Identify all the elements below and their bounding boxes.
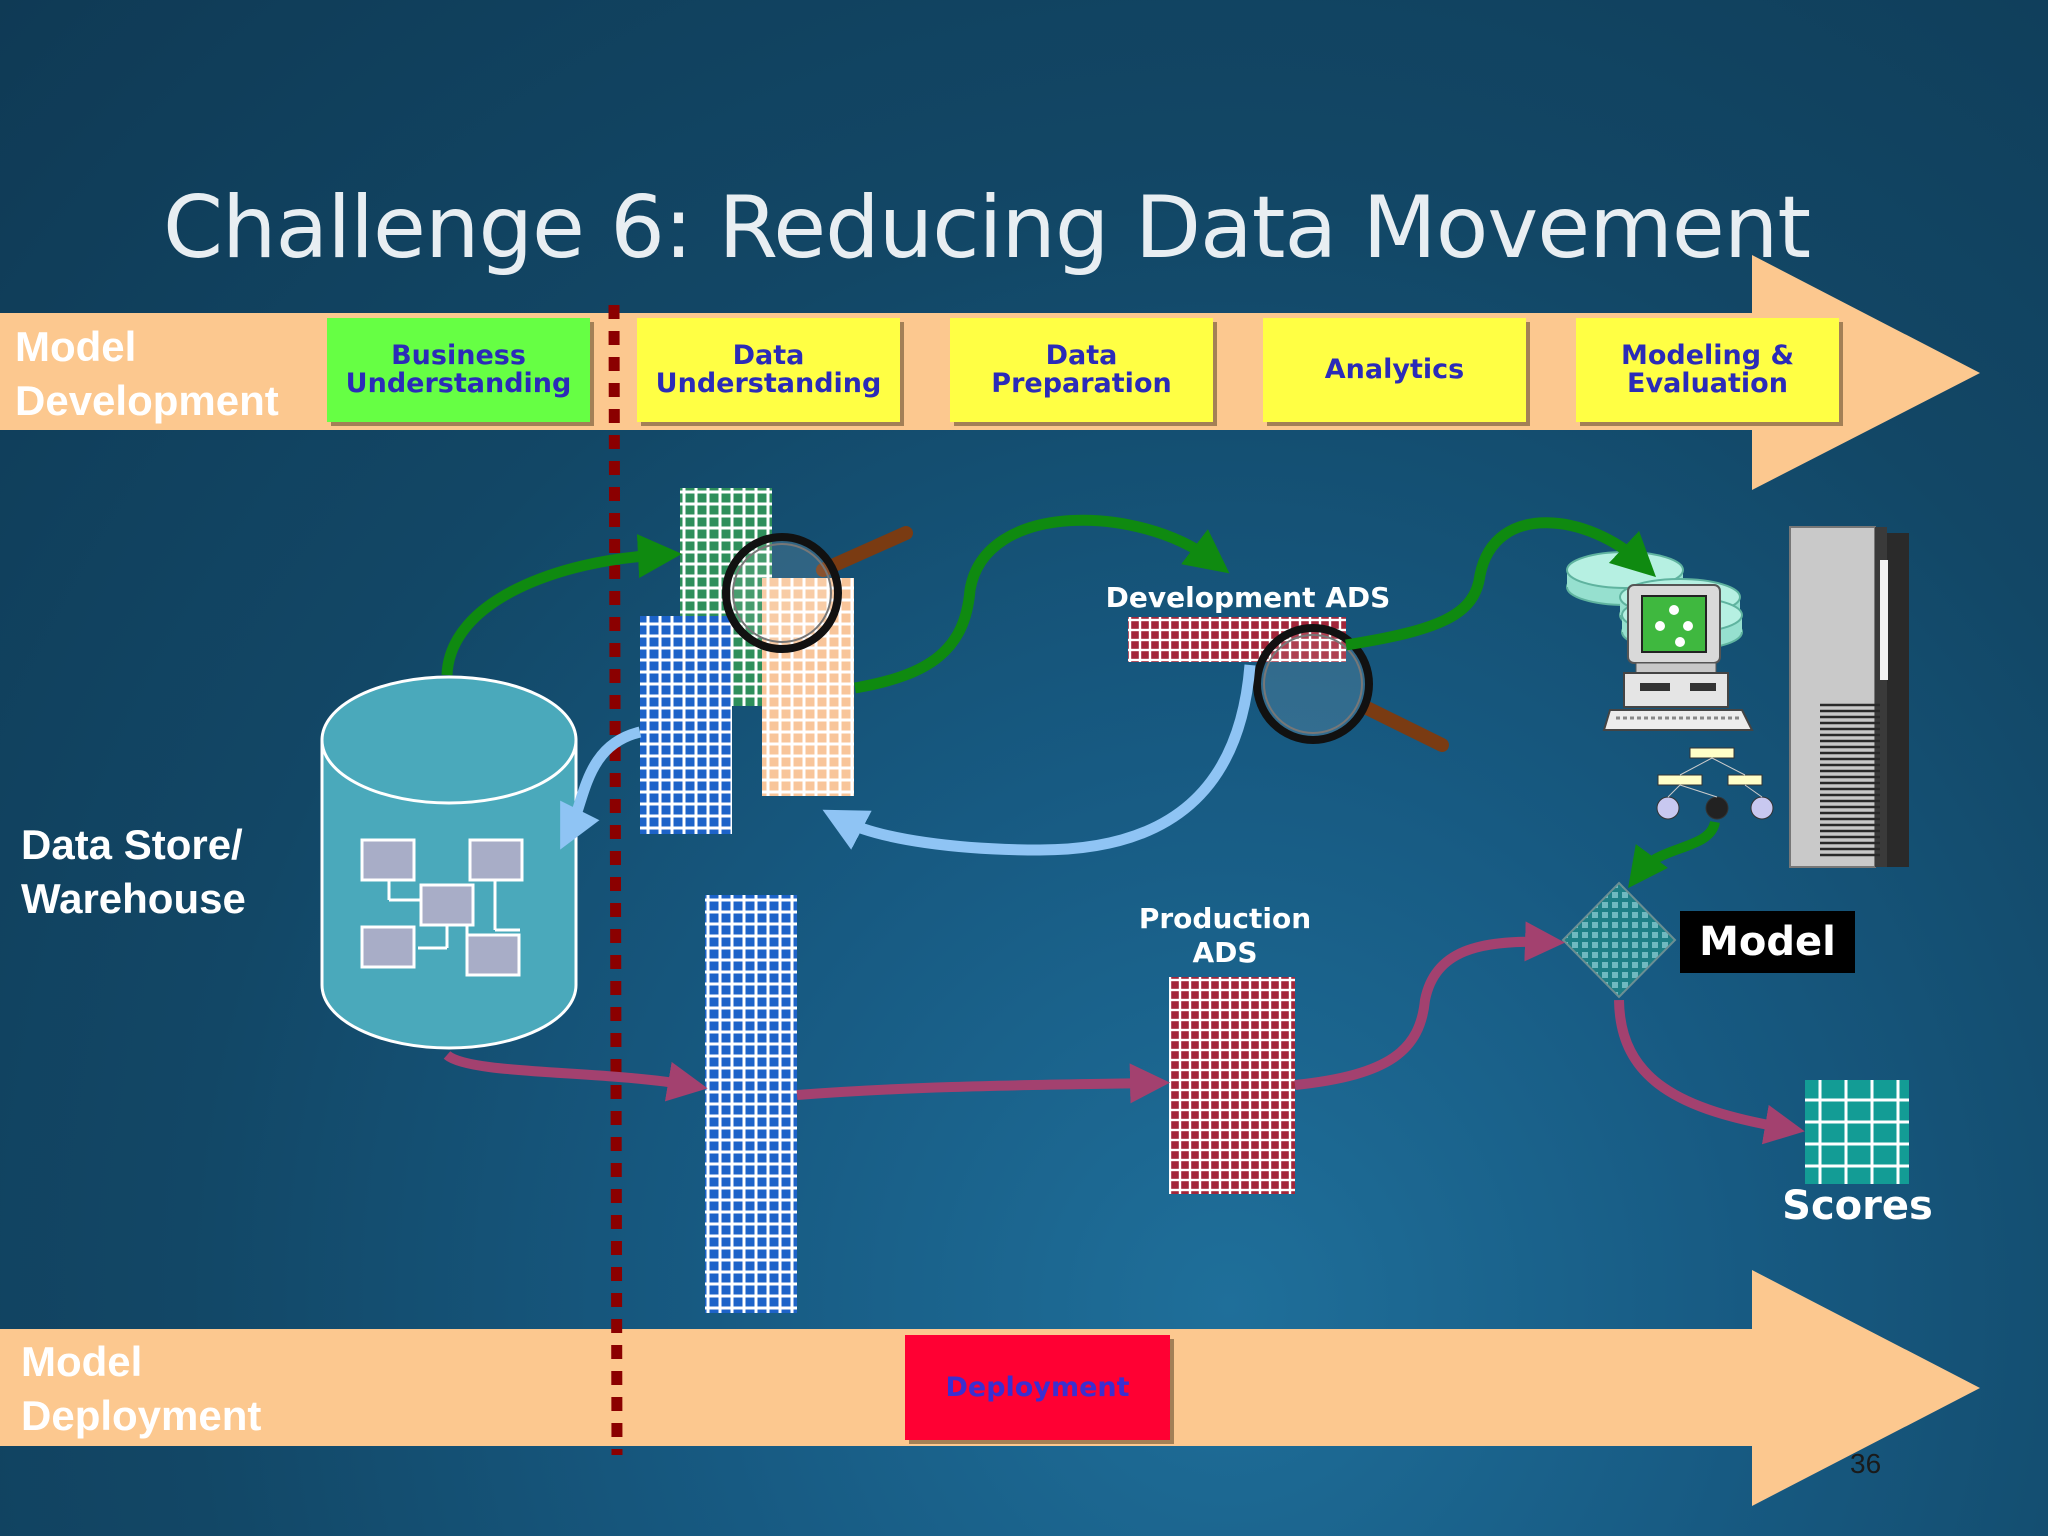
stage-business-understanding-line1: Business <box>391 340 526 371</box>
server-tower-icon <box>1789 526 1909 868</box>
development-ads-label: Development ADS <box>1105 581 1391 614</box>
model-label-box: Model <box>1680 911 1855 973</box>
light-blue-arrow-dev-ads-back <box>822 664 1256 856</box>
stage-data-preparation-line2: Preparation <box>991 368 1172 399</box>
stage-data-understanding: Data Understanding <box>637 318 900 422</box>
production-ads-label: Production ADS <box>1125 902 1325 970</box>
phase-divider <box>608 304 623 1456</box>
data-grid-blue <box>640 616 732 834</box>
stage-deployment-label: Deployment <box>945 1371 1130 1403</box>
deployment-data-grid <box>705 895 797 1313</box>
stage-analytics: Analytics <box>1263 318 1526 422</box>
magenta-arrow-production-ads-to-model <box>1294 921 1565 1090</box>
data-store-cylinder <box>320 675 578 1050</box>
model-deployment-label-line1: Model <box>21 1338 143 1385</box>
magenta-arrow-model-to-scores <box>1614 999 1805 1145</box>
production-ads-grid <box>1169 977 1295 1194</box>
stage-business-understanding-line2: Understanding <box>345 368 572 399</box>
data-grid-peach <box>762 578 854 796</box>
stage-data-understanding-line1: Data <box>732 340 805 371</box>
stage-data-preparation-line1: Data <box>1045 340 1118 371</box>
stage-data-preparation: Data Preparation <box>950 318 1213 422</box>
stage-modeling-evaluation: Modeling & Evaluation <box>1576 318 1839 422</box>
production-ads-label-line1: Production <box>1138 902 1312 935</box>
decision-tree-icon <box>1656 747 1774 820</box>
magnifier-icon <box>722 526 913 653</box>
model-deployment-label: Model Deployment <box>21 1335 261 1443</box>
stage-business-understanding: Business Understanding <box>327 318 590 422</box>
data-store-label-line2: Warehouse <box>21 875 246 922</box>
stage-modeling-evaluation-line1: Modeling & <box>1620 340 1795 371</box>
stage-modeling-evaluation-line2: Evaluation <box>1627 368 1788 399</box>
slide-title: Challenge 6: Reducing Data Movement <box>163 178 1811 278</box>
production-ads-label-line2: ADS <box>1192 936 1258 969</box>
data-store-label-line1: Data Store/ <box>21 821 243 868</box>
page-number: 36 <box>1850 1448 1882 1479</box>
green-flow-arrow-dev-ads-to-analytics <box>1345 517 1657 651</box>
stage-data-understanding-line2: Understanding <box>655 368 882 399</box>
model-development-label-line2: Development <box>15 377 279 424</box>
light-blue-arrow-to-store <box>560 726 642 850</box>
stage-deployment: Deployment <box>905 1335 1170 1440</box>
scores-label: Scores <box>1782 1183 1933 1229</box>
green-flow-arrow-analytics-to-model <box>1628 820 1720 889</box>
green-flow-arrow-understanding-to-dev-ads <box>854 514 1230 694</box>
model-development-label-line1: Model <box>15 323 137 370</box>
data-store-label: Data Store/ Warehouse <box>21 818 246 926</box>
green-flow-arrow-store-to-understanding <box>441 534 682 676</box>
workstation-computer-icon <box>1602 584 1754 731</box>
stage-analytics-line1: Analytics <box>1324 354 1465 385</box>
magenta-arrow-deployment-to-production-ads <box>796 1063 1170 1104</box>
scores-grid <box>1805 1080 1909 1184</box>
model-diamond-icon <box>1561 881 1677 999</box>
model-deployment-label-line2: Deployment <box>21 1392 262 1439</box>
magenta-arrow-store-to-deployment <box>443 1050 708 1102</box>
model-development-label: Model Development <box>15 320 279 428</box>
magnifier-icon <box>1253 624 1449 752</box>
warehouse-schema-icon <box>360 838 524 977</box>
